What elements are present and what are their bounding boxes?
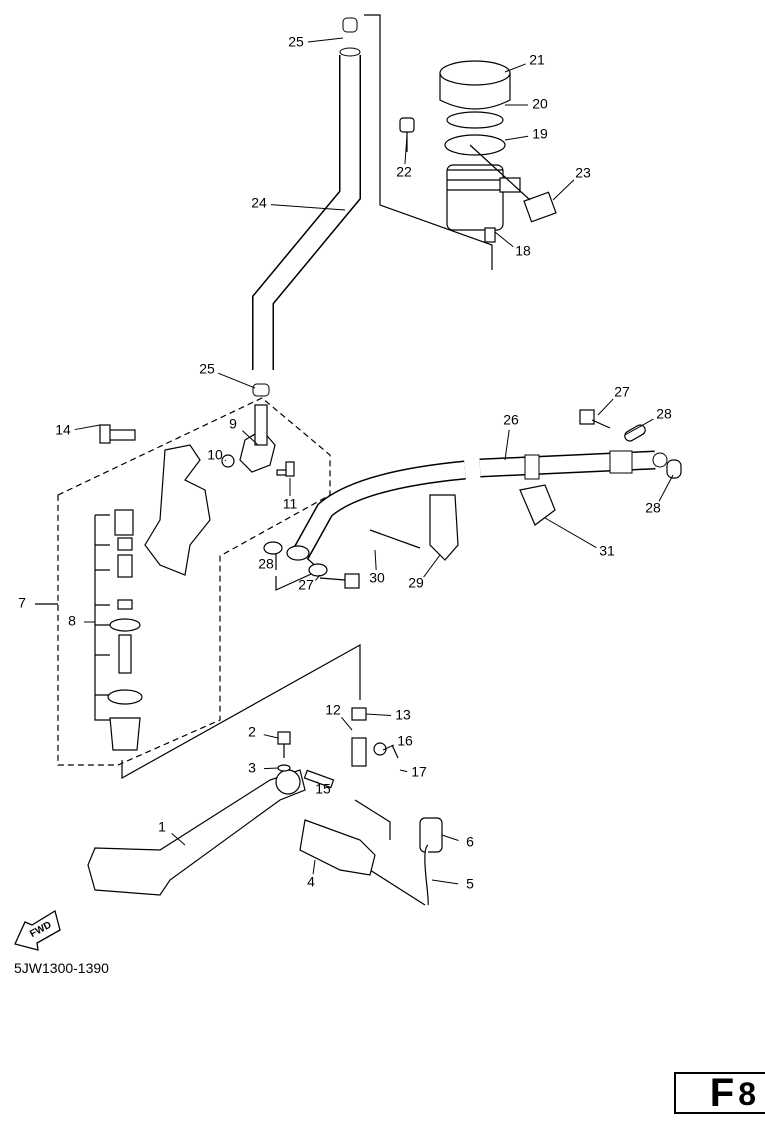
leader-line: [263, 734, 279, 739]
callout-number: 28: [656, 406, 672, 422]
callout-number: 15: [315, 781, 331, 797]
leader-line: [504, 135, 529, 141]
callout-number: 25: [288, 34, 304, 50]
link-line-5: [369, 869, 426, 906]
bracket-line-8: [94, 514, 110, 721]
callout-number: 27: [298, 577, 314, 593]
callout-number: 12: [325, 702, 341, 718]
callout-number: 6: [466, 834, 474, 850]
leader-line: [399, 769, 408, 773]
callout-number: 11: [283, 496, 298, 512]
link-line-4: [354, 799, 391, 840]
callout-number: 25: [199, 361, 215, 377]
leader-line: [270, 204, 346, 211]
callout-number: 27: [614, 384, 630, 400]
callout-number: 7: [18, 595, 26, 611]
leader-line: [312, 859, 316, 875]
bracket-line-28: [275, 551, 322, 591]
hose-clamp-25: [252, 17, 358, 397]
leader-line: [171, 832, 186, 846]
callout-number: 17: [411, 764, 427, 780]
callout-number: 16: [397, 733, 413, 749]
page-letter: F: [709, 1071, 735, 1115]
master-cylinder-dashed-boundary: [57, 397, 331, 766]
callout-number: 28: [645, 500, 661, 516]
callout-number: 21: [529, 52, 545, 68]
callout-number: 31: [599, 543, 615, 559]
brake-hose-26: [291, 450, 668, 560]
leader-line: [307, 37, 344, 43]
callout-number: 1: [158, 819, 166, 835]
leader-line: [242, 430, 259, 446]
callout-number: 10: [207, 447, 223, 463]
callout-number: 2: [248, 724, 256, 740]
hose-24: [252, 47, 361, 370]
page-number: 8: [738, 1076, 756, 1112]
callout-number: 20: [532, 96, 548, 112]
callout-number: 30: [369, 570, 385, 586]
leader-line: [624, 418, 654, 436]
leader-line: [365, 713, 392, 717]
callout-number: 26: [503, 412, 519, 428]
callout-number: 19: [532, 126, 548, 142]
leader-line: [441, 834, 459, 842]
callout-number: 13: [395, 707, 411, 723]
leader-line: [74, 424, 101, 431]
callout-number: 4: [307, 874, 315, 890]
leader-line: [382, 744, 394, 751]
leader-line: [494, 231, 514, 248]
leader-line: [544, 517, 597, 549]
reservoir-group-line: [364, 14, 493, 270]
leader-line: [504, 429, 510, 461]
callout-number: 14: [55, 422, 71, 438]
callout-number: 24: [251, 195, 267, 211]
leader-line: [658, 474, 674, 502]
reservoir-assembly: [399, 60, 557, 243]
brake-pedal-assembly: [87, 707, 443, 906]
leader-line: [374, 549, 377, 571]
callout-number: 22: [396, 164, 412, 180]
drawing-code: 5JW1300-1390: [14, 960, 109, 976]
leader-line: [404, 134, 408, 165]
leader-line: [263, 767, 279, 770]
callout-number: 18: [515, 243, 531, 259]
callout-number: 9: [229, 416, 237, 432]
leader-line: [315, 574, 321, 581]
callout-number: 29: [408, 575, 424, 591]
leader-line: [224, 459, 227, 462]
callout-number: 3: [248, 760, 256, 776]
leader-line: [218, 372, 256, 389]
callout-number: 8: [68, 613, 76, 629]
leader-line: [552, 179, 575, 201]
leader-line: [504, 63, 526, 73]
leader-line: [597, 398, 614, 416]
callout-number: 28: [258, 556, 274, 572]
leader-line: [431, 879, 459, 885]
fwd-arrow-icon: FWD: [14, 909, 61, 951]
pedal-group-line: [121, 643, 361, 780]
leader-line: [341, 717, 353, 731]
leader-line: [423, 554, 441, 578]
callout-number: 23: [575, 165, 591, 181]
callout-number: 5: [466, 876, 474, 892]
master-cylinder: [99, 404, 682, 751]
